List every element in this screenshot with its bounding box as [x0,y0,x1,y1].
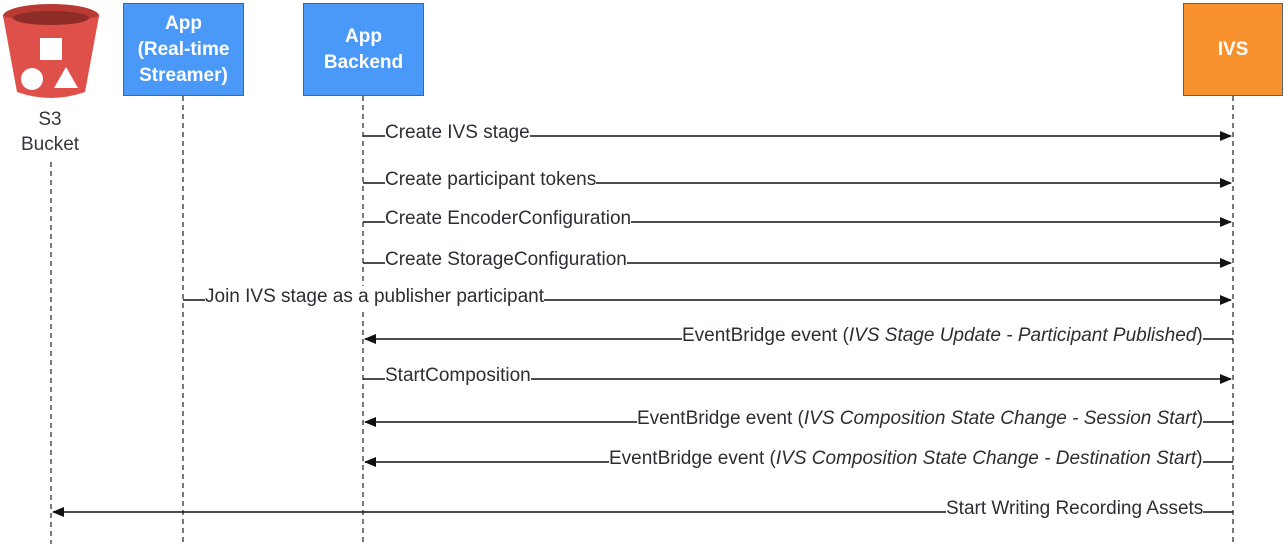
participant-app-streamer-label: App (Real-time Streamer) [137,12,230,86]
message-label: Create participant tokens [385,169,597,191]
message-suffix: ) [1196,325,1203,346]
message-text: Create StorageConfiguration [385,249,627,270]
message-label: Create StorageConfiguration [385,249,627,271]
message-text: Create EncoderConfiguration [385,208,632,229]
message-label: EventBridge event (IVS Composition State… [609,448,1203,470]
message-event-name: IVS Composition State Change - Session S… [803,408,1197,429]
message-text: EventBridge event ( [637,408,804,429]
participant-app-backend-label: App Backend [323,25,404,73]
participant-ivs: IVS [1183,3,1283,96]
message-event-name: IVS Composition State Change - Destinati… [775,448,1197,469]
message-event-name: IVS Stage Update - Participant Published [848,325,1197,346]
participant-app-streamer: App (Real-time Streamer) [123,3,244,96]
message-label: Join IVS stage as a publisher participan… [205,286,545,308]
participant-app-backend: App Backend [303,3,424,96]
message-text: Join IVS stage as a publisher participan… [205,286,545,307]
message-label: Create EncoderConfiguration [385,208,632,230]
message-suffix: ) [1196,408,1204,429]
message-label: StartComposition [385,365,531,387]
s3-bucket-label: S3 Bucket [20,109,80,155]
message-suffix: ) [1196,448,1203,469]
message-text: StartComposition [385,365,531,386]
message-label: Create IVS stage [385,122,530,144]
message-label: Start Writing Recording Assets [946,498,1204,520]
message-text: Create participant tokens [385,169,597,190]
message-label: EventBridge event (IVS Composition State… [637,408,1204,430]
message-text: Start Writing Recording Assets [946,498,1204,519]
message-label: EventBridge event (IVS Stage Update - Pa… [682,325,1203,347]
participant-ivs-label: IVS [1217,38,1249,60]
message-text: EventBridge event ( [609,448,776,469]
message-text: EventBridge event ( [682,325,849,346]
message-text: Create IVS stage [385,122,530,143]
s3-bucket-icon [3,4,99,98]
